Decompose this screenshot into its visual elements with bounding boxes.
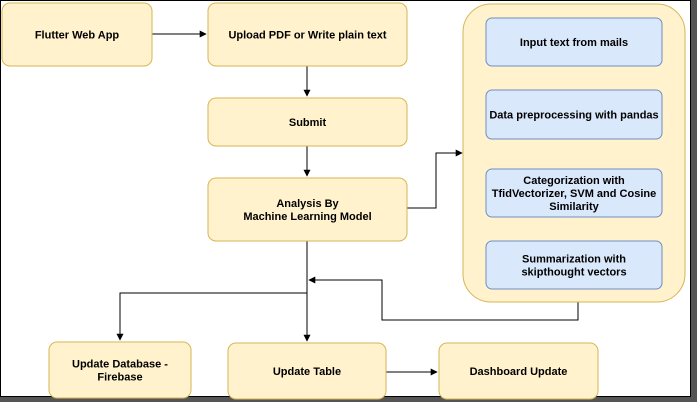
analysis-label-line: Analysis By (276, 198, 339, 210)
submit-label-line: Submit (289, 117, 327, 129)
edge-junction-to-database (116, 292, 307, 341)
node-submit: Submit (207, 97, 408, 147)
node-flutter-web-app: Flutter Web App (1, 2, 153, 67)
frame-shadow-right (691, 0, 697, 402)
node-input-text-label: Input text from mails (520, 37, 628, 49)
pipeline-container (462, 3, 686, 303)
upload-pdf-label-line: Upload PDF or Write plain text (228, 30, 386, 42)
update-table-label-line: Update Table (273, 366, 341, 378)
edge-analysis-to-pipeline (407, 149, 463, 209)
edge-pipeline-to-junction (308, 276, 579, 321)
update-database-label-line: Firebase (97, 372, 142, 384)
input-text-label-line: Input text from mails (520, 37, 628, 49)
categorization-label-line: TfidVectorizer, SVM and Cosine (492, 188, 656, 200)
node-dashboard-update-label: Dashboard Update (470, 366, 568, 378)
summarization-label-line: Summarization with (522, 254, 626, 266)
flutter-web-app-label-line: Flutter Web App (35, 30, 120, 42)
update-database-label-line: Update Database - (72, 359, 168, 371)
node-flutter-web-app-label: Flutter Web App (35, 30, 120, 42)
node-upload-pdf-label: Upload PDF or Write plain text (228, 30, 386, 42)
node-data-preprocessing-label: Data preprocessing with pandas (489, 110, 658, 122)
node-upload-pdf: Upload PDF or Write plain text (207, 2, 408, 67)
node-update-database-label: Update Database -Firebase (72, 359, 168, 384)
node-dashboard-update: Dashboard Update (438, 342, 599, 400)
node-data-preprocessing: Data preprocessing with pandas (485, 89, 663, 140)
nodes: Flutter Web App Upload PDF or Write plai… (1, 2, 686, 400)
node-update-table: Update Table (227, 342, 387, 400)
categorization-label-line: Categorization with (523, 175, 625, 187)
data-preprocessing-label-line: Data preprocessing with pandas (489, 110, 658, 122)
node-update-database: Update Database -Firebase (48, 341, 192, 399)
categorization-label-line: Similarity (549, 201, 599, 213)
node-submit-label: Submit (289, 117, 327, 129)
node-input-text: Input text from mails (485, 17, 663, 67)
dashboard-update-label-line: Dashboard Update (470, 366, 568, 378)
summarization-label-line: skipthought vectors (521, 267, 626, 279)
node-update-table-label: Update Table (273, 366, 341, 378)
analysis-label-line: Machine Learning Model (243, 211, 371, 223)
